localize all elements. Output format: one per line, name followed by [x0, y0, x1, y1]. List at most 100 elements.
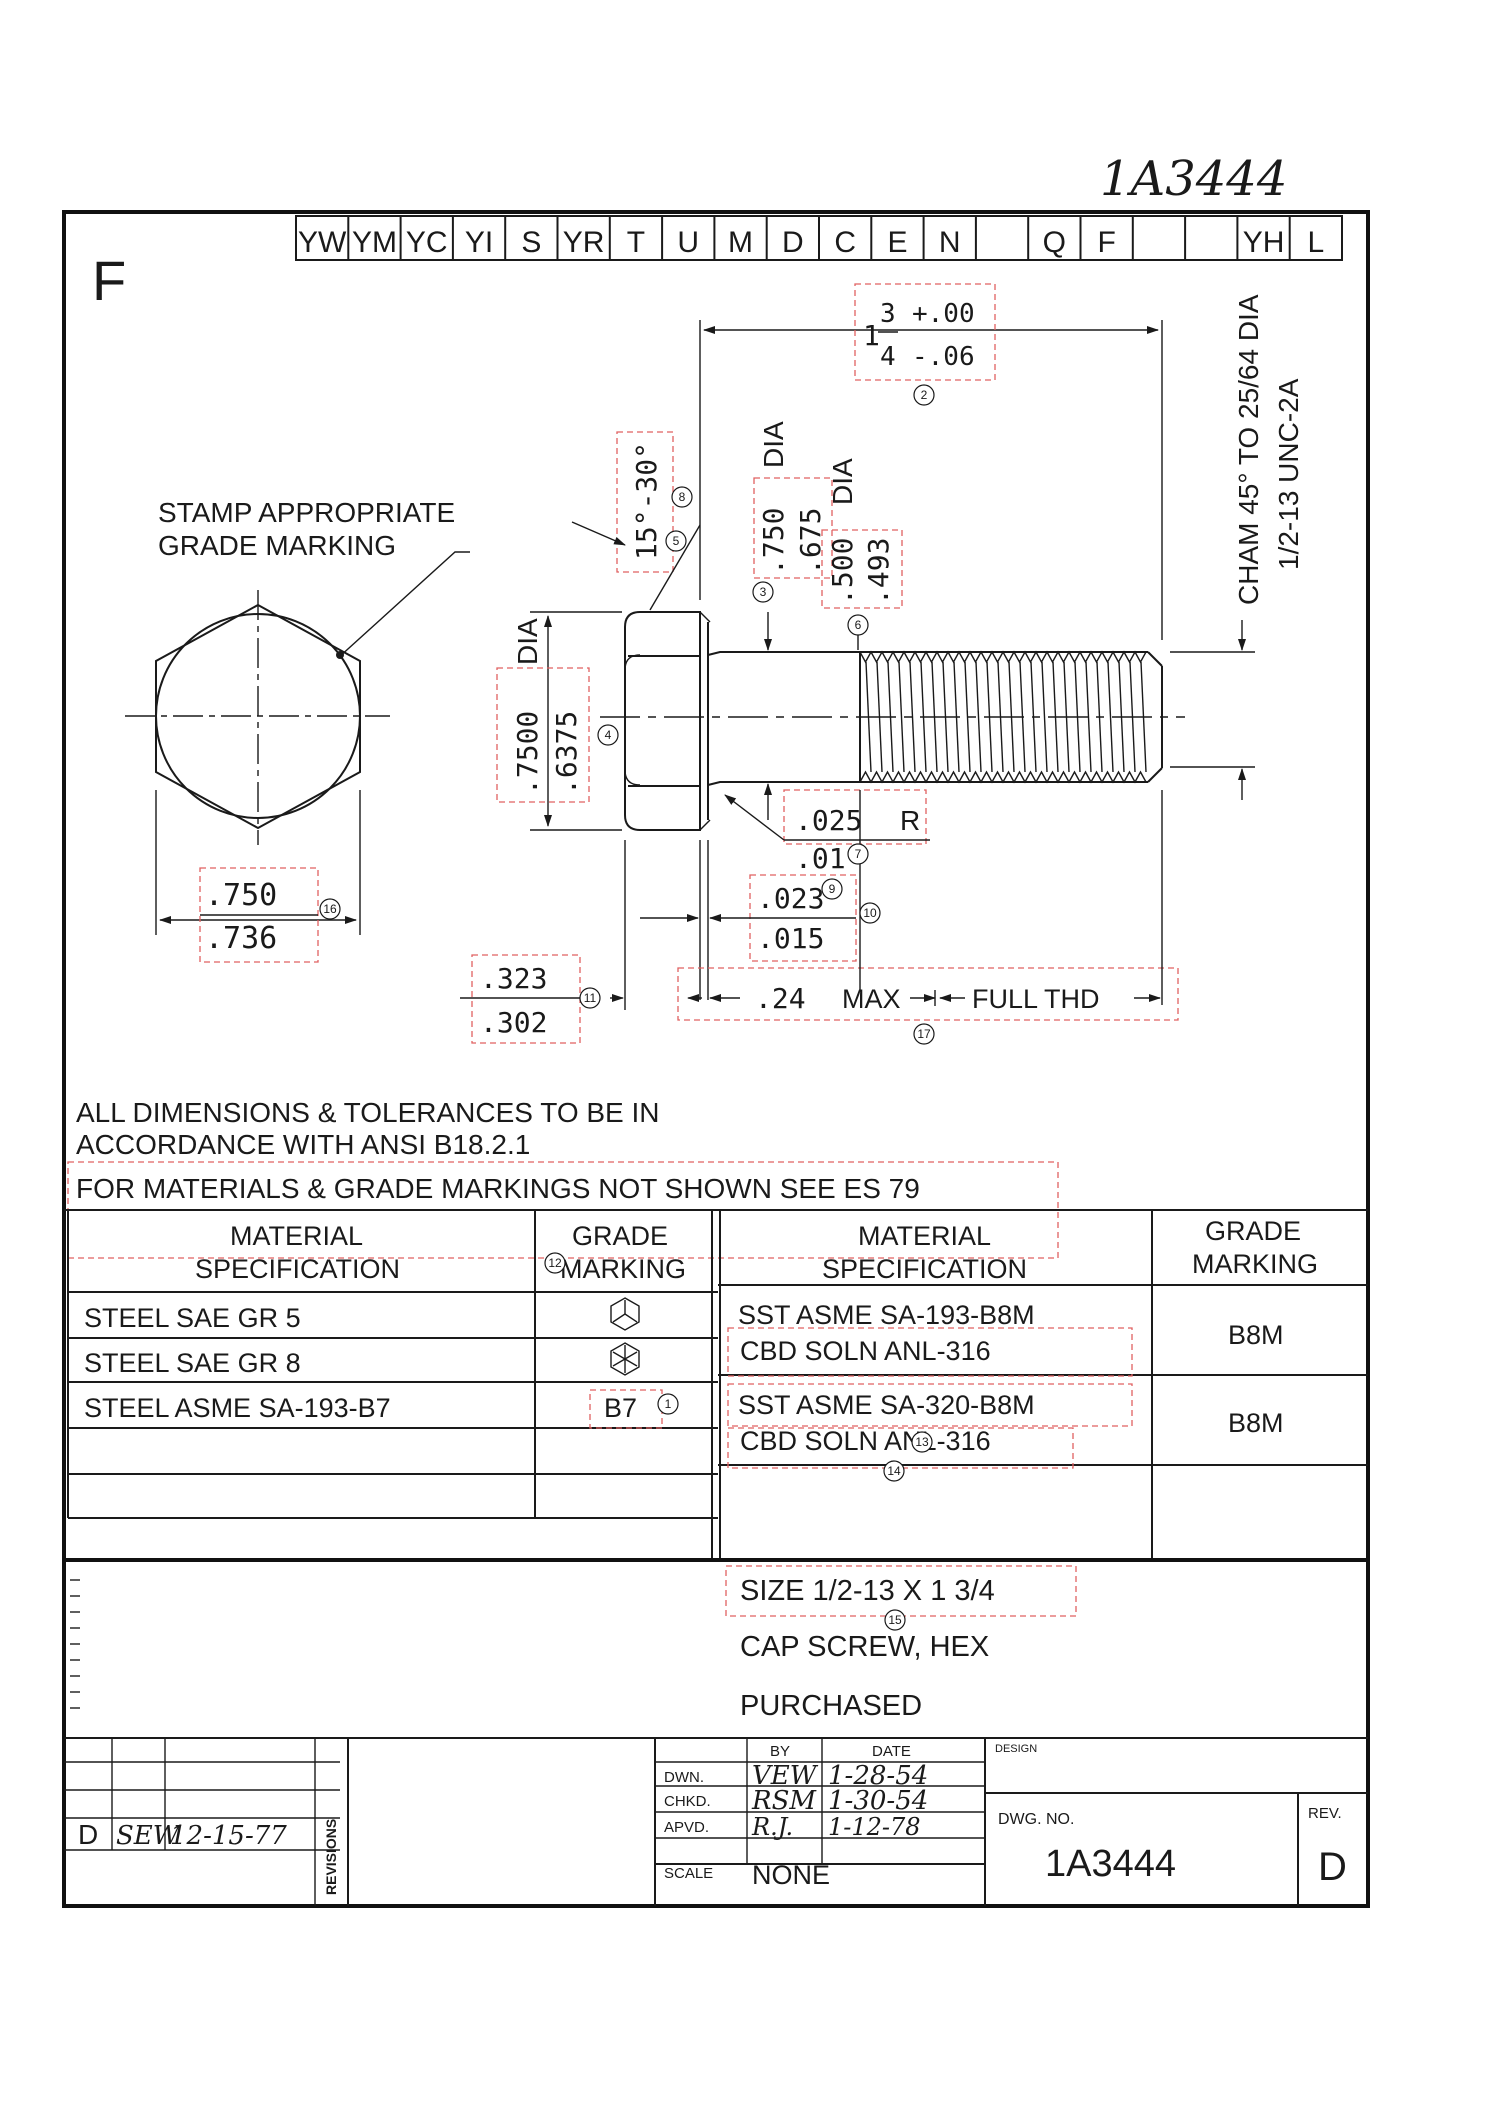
thread-length-max-label: MAX [842, 984, 901, 1014]
part-size: SIZE 1/2-13 X 1 3/4 [740, 1575, 995, 1607]
table-row: STEEL ASME SA-193-B7 [84, 1393, 391, 1423]
balloon-12 [544, 1252, 566, 1274]
balloon-label-14: 14 [887, 1464, 901, 1478]
part-source: PURCHASED [740, 1690, 922, 1722]
code-box-6: YR [563, 226, 605, 259]
apvd-label: APVD. [664, 1819, 709, 1836]
balloon-label-17: 17 [917, 1027, 931, 1041]
code-box-15: Q [1043, 226, 1066, 259]
code-box-13: N [939, 226, 961, 259]
zone-letter-f: F [92, 249, 126, 312]
balloon-1 [657, 1393, 679, 1415]
balloon-label-4: 4 [605, 728, 612, 742]
balloon-2 [913, 384, 935, 406]
screw-head [624, 611, 701, 831]
balloon-5 [665, 530, 687, 552]
col3-header-a: MATERIAL [858, 1221, 991, 1251]
balloon-label-5: 5 [673, 534, 680, 548]
col3-header-b: SPECIFICATION [822, 1254, 1027, 1284]
balloon-label-10: 10 [863, 906, 877, 920]
balloon-9 [821, 878, 843, 900]
revisions-label: REVISIONS [323, 1819, 339, 1895]
col2-header-a: GRADE [572, 1221, 668, 1251]
code-box-5: S [521, 226, 541, 259]
shank-dia-label: DIA [758, 421, 789, 468]
code-box-12: E [887, 226, 907, 259]
balloon-15 [884, 1609, 906, 1631]
note-line3: FOR MATERIALS & GRADE MARKINGS NOT SHOWN… [76, 1173, 920, 1204]
scale-value: NONE [752, 1860, 830, 1890]
balloon-6 [847, 614, 869, 636]
drawing-number: 1A3444 [1045, 1843, 1176, 1885]
table-row: CBD SOLN ANL-316 [740, 1426, 991, 1456]
balloon-label-15: 15 [888, 1613, 902, 1627]
balloon-label-7: 7 [855, 847, 862, 861]
table-row: SST ASME SA-193-B8M [738, 1300, 1035, 1330]
bearing-offset-min: .015 [757, 922, 824, 955]
across-flats-max: .750 [205, 878, 277, 913]
date-label: DATE [872, 1743, 911, 1760]
code-box-8: U [677, 226, 699, 259]
chamfer-note: CHAM 45° TO 25/64 DIA [1233, 294, 1264, 605]
by-label: BY [770, 1743, 790, 1760]
margin-ticks [70, 1579, 80, 1709]
stamp-marker-dot [336, 651, 344, 659]
balloon-label-3: 3 [760, 585, 767, 599]
design-label: DESIGN [995, 1743, 1037, 1755]
code-box-10: D [782, 226, 804, 259]
balloon-13 [911, 1431, 933, 1453]
chamfer-angle: 15°-30° [630, 442, 663, 560]
col1-header-b: SPECIFICATION [195, 1254, 400, 1284]
stamp-note-line1: STAMP APPROPRIATE [158, 497, 455, 528]
code-box-9: M [728, 226, 753, 259]
dwn-date: 1-28-54 [828, 1761, 928, 1791]
fillet-radius-max: .025 [795, 804, 862, 837]
head-dia-label: DIA [512, 618, 543, 665]
length-whole: 1 [863, 319, 880, 352]
grade-b7-marking: B7 [604, 1393, 637, 1423]
head-dia-max: .7500 [511, 711, 544, 795]
col4-header-b: MARKING [1192, 1249, 1318, 1279]
table-row: B8M [1228, 1408, 1284, 1438]
hex-outline [155, 603, 361, 830]
across-flats-min: .736 [205, 921, 277, 956]
balloon-11 [579, 987, 601, 1009]
length-tol-plus: +.00 [912, 299, 975, 329]
head-height-max: .323 [480, 962, 547, 995]
balloon-label-11: 11 [584, 991, 597, 1005]
length-numerator: 3 [880, 299, 896, 329]
apvd-by: R.J. [751, 1813, 793, 1841]
grade-8-marking-icon [610, 1342, 640, 1376]
table-row: STEEL SAE GR 5 [84, 1303, 301, 1333]
balloon-label-12: 12 [548, 1256, 562, 1270]
balloon-8 [671, 486, 693, 508]
balloon-label-13: 13 [915, 1435, 929, 1449]
head-height-min: .302 [480, 1006, 547, 1039]
revision-entry-rev: D [78, 1819, 98, 1850]
balloon-10 [859, 902, 881, 924]
dwg-no-label: DWG. NO. [998, 1811, 1074, 1828]
balloon-label-16: 16 [323, 902, 337, 916]
fillet-radius-min: .01 [795, 842, 846, 875]
code-box-20: L [1308, 226, 1325, 259]
code-box-4: YI [465, 226, 493, 259]
drawing-border [62, 210, 1370, 1908]
dwn-label: DWN. [664, 1769, 704, 1786]
part-name: CAP SCREW, HEX [740, 1631, 989, 1663]
shank-dia-max: .750 [757, 508, 790, 575]
balloon-label-9: 9 [829, 882, 836, 896]
length-denominator: 4 [880, 342, 896, 372]
bearing-offset-max: .023 [757, 882, 824, 915]
balloon-label-8: 8 [679, 490, 686, 504]
thread-length-value: .24 [755, 982, 806, 1015]
code-box-16: F [1097, 226, 1115, 259]
code-box-7: T [627, 226, 645, 259]
thread-dia-max: .500 [826, 538, 859, 605]
code-box-3: YC [406, 226, 448, 259]
stamp-leader-line [337, 551, 470, 659]
rev-label: REV. [1308, 1805, 1342, 1822]
scale-label: SCALE [664, 1865, 713, 1882]
revision-entry-by: SEW [116, 1821, 182, 1851]
